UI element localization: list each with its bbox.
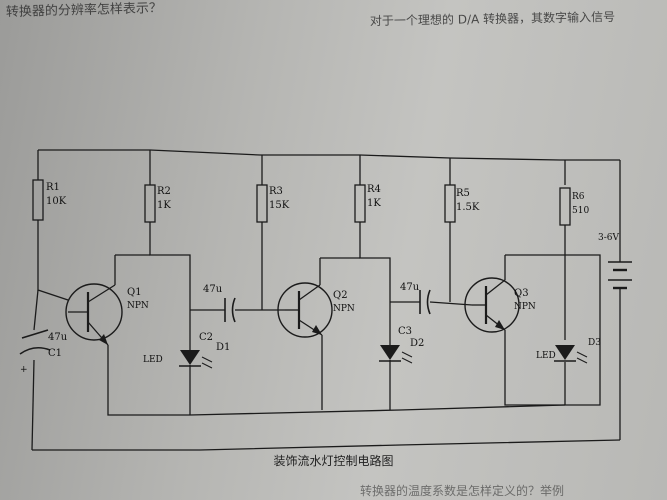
resistor-r4 [354,184,366,223]
label-c2-value: 47u [203,284,223,295]
label-r5-value: 1.5K [456,202,480,213]
page-text-bottom-right: 转换器的温度系数是怎样定义的？举例 [360,484,565,498]
label-q3-type: NPN [514,302,536,312]
diagram-caption: 装饰流水灯控制电路图 [273,454,394,468]
label-c2-name: C2 [199,332,213,343]
label-q1-name: Q1 [127,287,142,298]
resistor-r6 [559,187,571,226]
label-r6-name: R6 [572,192,585,202]
transistor-q3 [464,277,520,333]
transistor-q1 [65,283,123,346]
label-r1-name: R1 [46,182,60,193]
label-q2-type: NPN [333,304,355,314]
label-battery-voltage: 3-6V [598,233,619,243]
label-r4-name: R4 [367,184,381,195]
led-d2 [379,345,413,364]
label-q1-type: NPN [127,301,149,311]
resistor-r1 [32,179,44,221]
label-r4-value: 1K [367,198,381,209]
label-c1-value: 47u [48,332,68,343]
label-d1-type: LED [143,355,163,365]
label-c1-name: C1 [48,348,62,359]
label-r5-name: R5 [456,188,470,199]
label-r2-name: R2 [157,186,171,197]
resistor-r5 [444,184,456,223]
label-r3-value: 15K [269,200,290,211]
label-q2-name: Q2 [333,290,348,301]
label-d3-name: D3 [588,338,601,348]
resistor-r2 [144,184,156,223]
label-d2-name: D2 [410,338,424,349]
wires [31,149,621,451]
label-c3-name: C3 [398,326,412,337]
svg-text:+: + [20,365,28,375]
label-c3-value: 47u [400,282,420,293]
capacitor-c1: + [19,329,51,375]
label-r2-value: 1K [157,200,171,211]
label-d1-name: D1 [216,342,230,353]
capacitor-c3 [419,289,431,315]
label-q3-name: Q3 [514,288,529,299]
led-d3 [554,345,588,364]
capacitor-c2 [224,297,236,323]
transistor-q2 [277,282,333,338]
led-d1 [179,350,213,369]
label-r6-value: 510 [572,206,589,216]
label-r3-name: R3 [269,186,283,197]
resistor-r3 [256,184,268,223]
battery [608,261,632,295]
label-r1-value: 10K [46,196,67,207]
label-d3-type: LED [536,351,556,361]
